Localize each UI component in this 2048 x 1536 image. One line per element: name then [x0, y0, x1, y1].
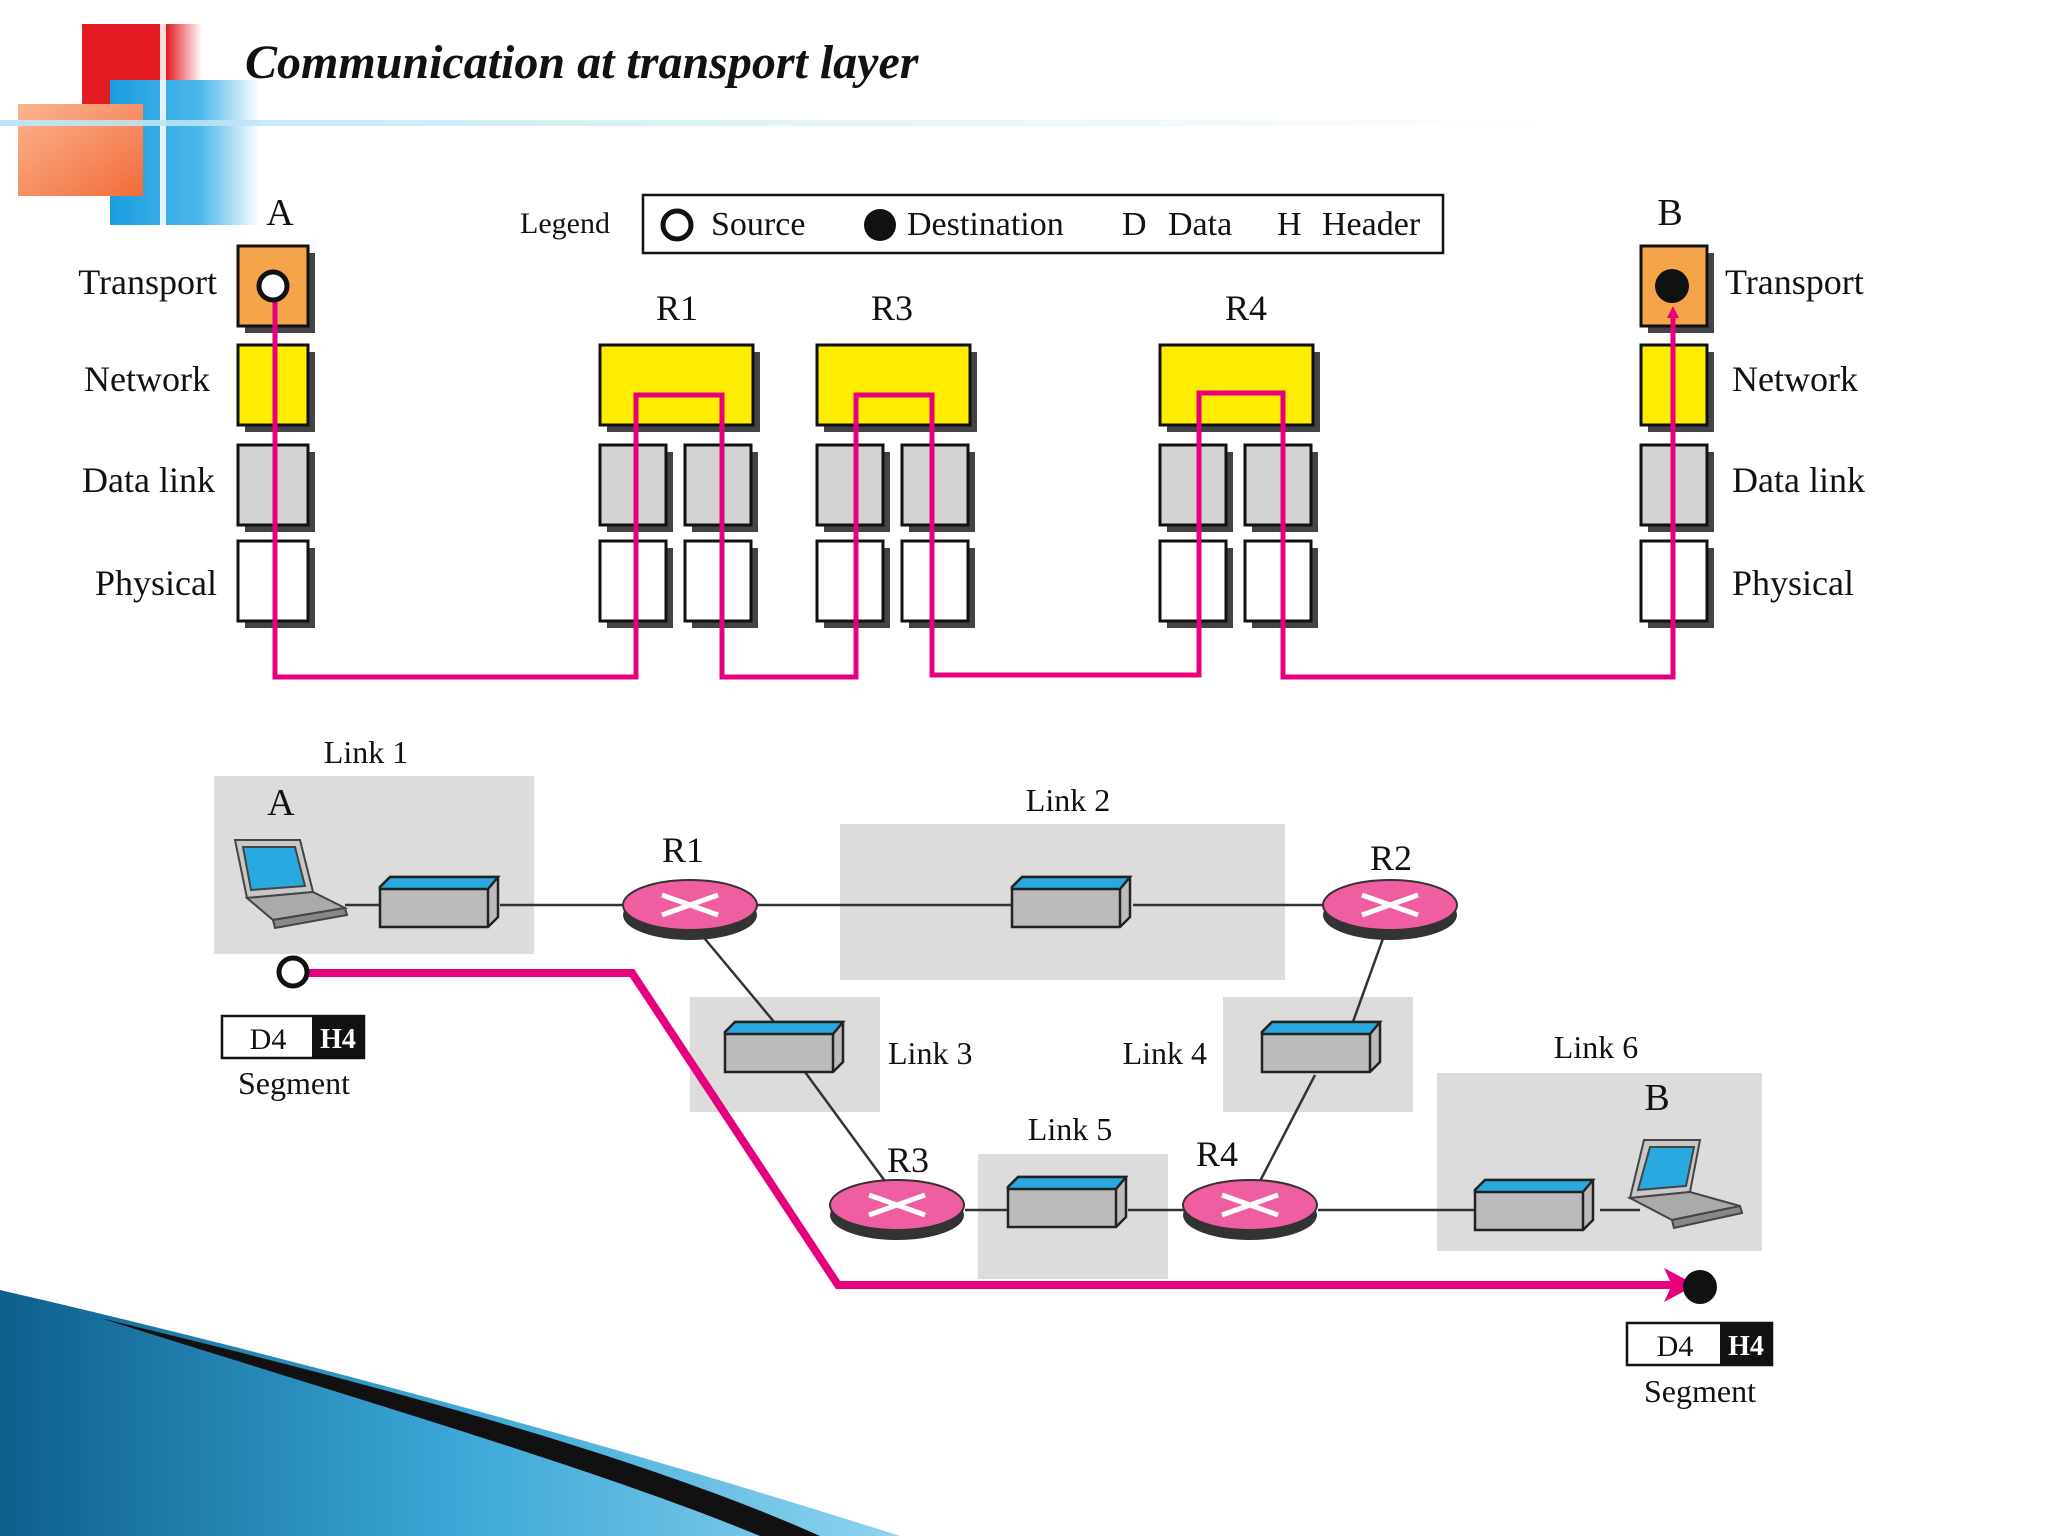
transport-source-icon [256, 269, 290, 303]
link-label-5: Link 5 [1028, 1111, 1112, 1147]
laptop-icon [233, 839, 349, 930]
segment-dest-label: Segment [1644, 1373, 1756, 1409]
router-label-r4: R4 [1196, 1134, 1238, 1174]
topology-source-icon [276, 955, 310, 989]
stack-label-r4: R4 [1225, 288, 1267, 328]
segment-source-box: D4 H4 [220, 1014, 366, 1060]
switch-icon [378, 875, 501, 929]
router-label-r1: R1 [662, 830, 704, 870]
header-decoration [0, 0, 1550, 235]
legend-data-code: D [1122, 206, 1147, 243]
layer-label-physical-b: Physical [1732, 563, 1854, 603]
footer-swoosh [0, 1290, 900, 1536]
topology-path-arrowhead [1664, 1268, 1696, 1302]
router-stack-r4 [1158, 343, 1320, 628]
topology-wires [345, 903, 1640, 1212]
layer-path-line [272, 286, 1679, 680]
layer-label-network-a: Network [84, 359, 210, 399]
layer-label-datalink-b: Data link [1732, 460, 1865, 500]
legend-destination-icon [864, 209, 896, 241]
host-b-label: B [1657, 192, 1682, 234]
router-icon [1322, 879, 1458, 940]
host-a-label: A [266, 192, 294, 234]
router-icon [622, 879, 758, 940]
legend-data: Data [1168, 206, 1232, 243]
segment-source-data: D4 [250, 1023, 287, 1056]
stack-label-r3: R3 [871, 288, 913, 328]
switch-icon [1260, 1020, 1383, 1074]
segment-source-header: H4 [320, 1024, 356, 1055]
link-label-4: Link 4 [1123, 1035, 1207, 1071]
legend-label: Legend [520, 207, 610, 240]
legend-source: Source [711, 206, 805, 243]
router-label-r3: R3 [887, 1140, 929, 1180]
link-label-1: Link 1 [324, 734, 408, 770]
link-label-2: Link 2 [1026, 782, 1110, 818]
topology-host-a: A [267, 782, 295, 824]
legend-destination: Destination [907, 206, 1064, 243]
legend-box [641, 193, 1445, 255]
layer-label-physical-a: Physical [95, 563, 217, 603]
layer-label-transport-b: Transport [1725, 262, 1864, 302]
router-icon [1182, 1179, 1318, 1240]
link-label-6: Link 6 [1554, 1029, 1638, 1065]
transport-destination-icon [1655, 269, 1689, 303]
router-stack-r1 [598, 343, 760, 628]
topology-host-b: B [1644, 1077, 1669, 1119]
topology-destination-icon [1683, 1270, 1717, 1304]
segment-source-label: Segment [238, 1065, 350, 1101]
switch-icon [1473, 1178, 1596, 1232]
router-label-r2: R2 [1370, 838, 1412, 878]
host-b-stack [1639, 244, 1714, 628]
stack-label-r1: R1 [656, 288, 698, 328]
layer-label-network-b: Network [1732, 359, 1858, 399]
layer-label-datalink-a: Data link [82, 460, 215, 500]
switch-icon [1010, 875, 1133, 929]
legend-header-code: H [1277, 206, 1302, 243]
laptop-icon [1626, 1139, 1744, 1230]
switch-icon [1006, 1175, 1129, 1229]
switch-icon [723, 1020, 846, 1074]
router-stack-r3 [815, 343, 977, 628]
segment-dest-data: D4 [1657, 1330, 1694, 1363]
router-icon [829, 1179, 965, 1240]
segment-dest-header: H4 [1728, 1331, 1764, 1362]
legend-header: Header [1322, 206, 1421, 243]
slide-title: Communication at transport layer [245, 36, 920, 89]
layer-label-transport-a: Transport [78, 262, 217, 302]
segment-dest-box: D4 H4 [1625, 1321, 1774, 1367]
link-label-3: Link 3 [888, 1035, 972, 1071]
legend-source-icon [660, 208, 694, 242]
topology-path-line [295, 969, 1682, 1289]
